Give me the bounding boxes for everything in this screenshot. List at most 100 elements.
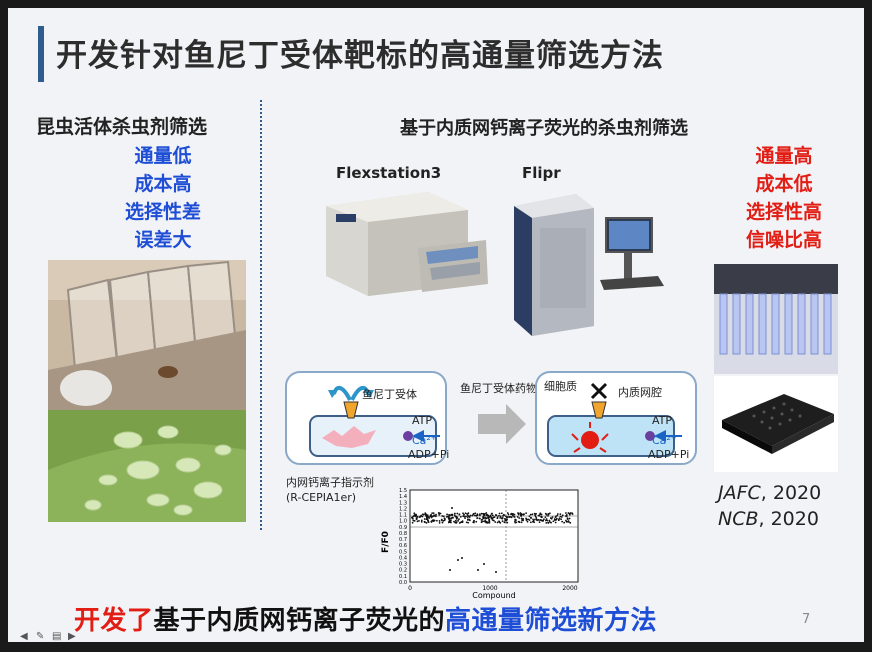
scatter-point bbox=[506, 521, 509, 524]
scatter-point bbox=[462, 515, 465, 518]
scatter-point bbox=[518, 517, 521, 519]
block-x-icon bbox=[590, 382, 608, 400]
scatter-xtick-label: 2000 bbox=[562, 585, 577, 592]
scatter-point bbox=[571, 512, 573, 515]
scatter-point bbox=[561, 520, 564, 523]
scatter-point bbox=[458, 518, 460, 521]
scatter-point bbox=[468, 516, 471, 518]
microplate-photo bbox=[714, 376, 838, 472]
scatter-point bbox=[556, 514, 559, 517]
scatter-point bbox=[435, 519, 438, 522]
scatter-point bbox=[472, 521, 475, 524]
title-accent-bar bbox=[38, 26, 44, 82]
scatter-point bbox=[482, 513, 485, 516]
scatter-ytick-label: 0.9 bbox=[399, 525, 407, 531]
left-heading: 昆虫活体杀虫剂筛选 bbox=[36, 116, 208, 138]
scatter-point bbox=[490, 513, 493, 515]
scatter-point bbox=[485, 512, 488, 514]
scatter-point bbox=[491, 517, 494, 520]
scatter-point bbox=[418, 519, 420, 522]
scatter-point bbox=[441, 521, 444, 524]
scatter-point bbox=[522, 518, 525, 520]
scatter-point bbox=[550, 521, 552, 524]
scatter-point bbox=[478, 517, 481, 520]
scatter-point bbox=[451, 513, 454, 516]
scatter-ytick-label: 0.8 bbox=[399, 531, 407, 537]
scatter-point bbox=[534, 518, 536, 521]
scatter-point bbox=[539, 512, 542, 515]
scatter-outlier-point bbox=[495, 571, 497, 573]
scatter-point bbox=[425, 522, 428, 524]
scatter-point bbox=[511, 513, 514, 516]
scatter-point bbox=[535, 518, 538, 521]
scatter-point bbox=[435, 513, 437, 516]
next-slide-icon[interactable]: ▶ bbox=[68, 631, 76, 642]
screening-scatter-plot: 1.51.41.31.21.11.00.90.80.70.60.50.40.30… bbox=[381, 488, 579, 600]
scatter-point bbox=[433, 514, 436, 517]
label-atp-left: ATP bbox=[412, 414, 432, 427]
scatter-point bbox=[508, 516, 510, 518]
scatter-point bbox=[546, 519, 549, 522]
page-number: 7 bbox=[802, 612, 811, 627]
slide-nav-controls: ◀ ✎ ▤ ▶ bbox=[20, 632, 80, 642]
scatter-ytick-label: 0.6 bbox=[399, 543, 407, 549]
scatter-point bbox=[500, 517, 503, 520]
scatter-point bbox=[480, 521, 483, 524]
scatter-point bbox=[459, 515, 462, 518]
scatter-point bbox=[506, 516, 509, 519]
scatter-point bbox=[529, 513, 532, 516]
scatter-point bbox=[466, 516, 469, 519]
scatter-point bbox=[415, 518, 418, 520]
scatter-point bbox=[453, 520, 455, 523]
menu-icon[interactable]: ▤ bbox=[52, 631, 62, 642]
scatter-point bbox=[547, 515, 549, 517]
label-indicator: 内网钙离子指示剂 bbox=[286, 475, 374, 489]
scatter-point bbox=[496, 521, 499, 524]
scatter-point bbox=[413, 519, 416, 522]
scatter-point bbox=[480, 519, 483, 521]
scatter-point bbox=[454, 519, 457, 522]
scatter-point bbox=[449, 521, 452, 523]
scatter-point bbox=[565, 520, 568, 523]
scatter-point bbox=[448, 517, 451, 519]
scatter-point bbox=[485, 514, 488, 517]
scatter-point bbox=[510, 516, 513, 519]
pen-icon[interactable]: ✎ bbox=[36, 631, 45, 642]
scatter-point bbox=[473, 514, 476, 517]
scatter-point bbox=[475, 520, 478, 523]
previous-slide-icon[interactable]: ◀ bbox=[20, 631, 28, 642]
scatter-point bbox=[498, 514, 500, 517]
scatter-point bbox=[449, 514, 451, 517]
scatter-point bbox=[438, 521, 441, 524]
scatter-point bbox=[432, 512, 435, 515]
scatter-point bbox=[530, 517, 533, 519]
scatter-point bbox=[469, 514, 472, 517]
scatter-outlier-point bbox=[457, 559, 459, 561]
flexstation-instrument-image bbox=[326, 192, 488, 296]
scatter-ytick-label: 1.4 bbox=[399, 494, 407, 500]
scatter-point bbox=[458, 513, 461, 516]
scatter-point bbox=[485, 521, 488, 524]
scatter-point bbox=[513, 513, 516, 516]
scatter-point bbox=[488, 521, 491, 524]
right-point: 选择性高 bbox=[745, 201, 822, 223]
scatter-point bbox=[458, 522, 461, 524]
scatter-point bbox=[543, 518, 545, 521]
scatter-point bbox=[465, 515, 467, 518]
scatter-point bbox=[430, 520, 433, 523]
scatter-outlier-point bbox=[477, 569, 479, 571]
scatter-point bbox=[482, 520, 484, 523]
scatter-plot-area bbox=[409, 489, 579, 583]
label-indicator-name: (R-CEPIA1er) bbox=[286, 491, 356, 504]
scatter-point bbox=[504, 518, 507, 521]
scatter-point bbox=[564, 512, 567, 514]
scatter-point bbox=[553, 518, 556, 520]
scatter-point bbox=[540, 516, 543, 519]
scatter-point bbox=[513, 516, 516, 518]
scatter-point bbox=[471, 514, 474, 517]
scatter-point bbox=[482, 515, 485, 518]
scatter-point bbox=[556, 513, 559, 515]
scatter-point bbox=[516, 516, 519, 518]
scatter-point bbox=[534, 515, 537, 518]
scatter-point bbox=[529, 521, 532, 524]
